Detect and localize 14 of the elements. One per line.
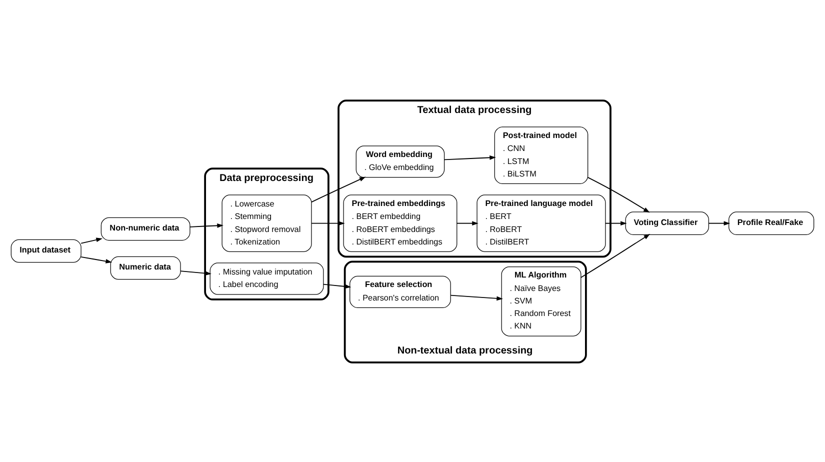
arrow bbox=[456, 220, 478, 226]
arrow bbox=[587, 176, 650, 212]
arrow bbox=[180, 270, 212, 275]
arrow bbox=[580, 233, 650, 278]
arrow bbox=[450, 294, 503, 300]
arrow bbox=[190, 222, 224, 228]
arrow bbox=[444, 154, 496, 160]
arrow bbox=[311, 220, 345, 226]
arrow bbox=[80, 256, 112, 263]
arrow bbox=[708, 220, 730, 226]
arrow bbox=[322, 283, 352, 288]
arrow bbox=[311, 176, 366, 202]
arrow bbox=[80, 237, 103, 244]
arrow bbox=[605, 220, 627, 226]
